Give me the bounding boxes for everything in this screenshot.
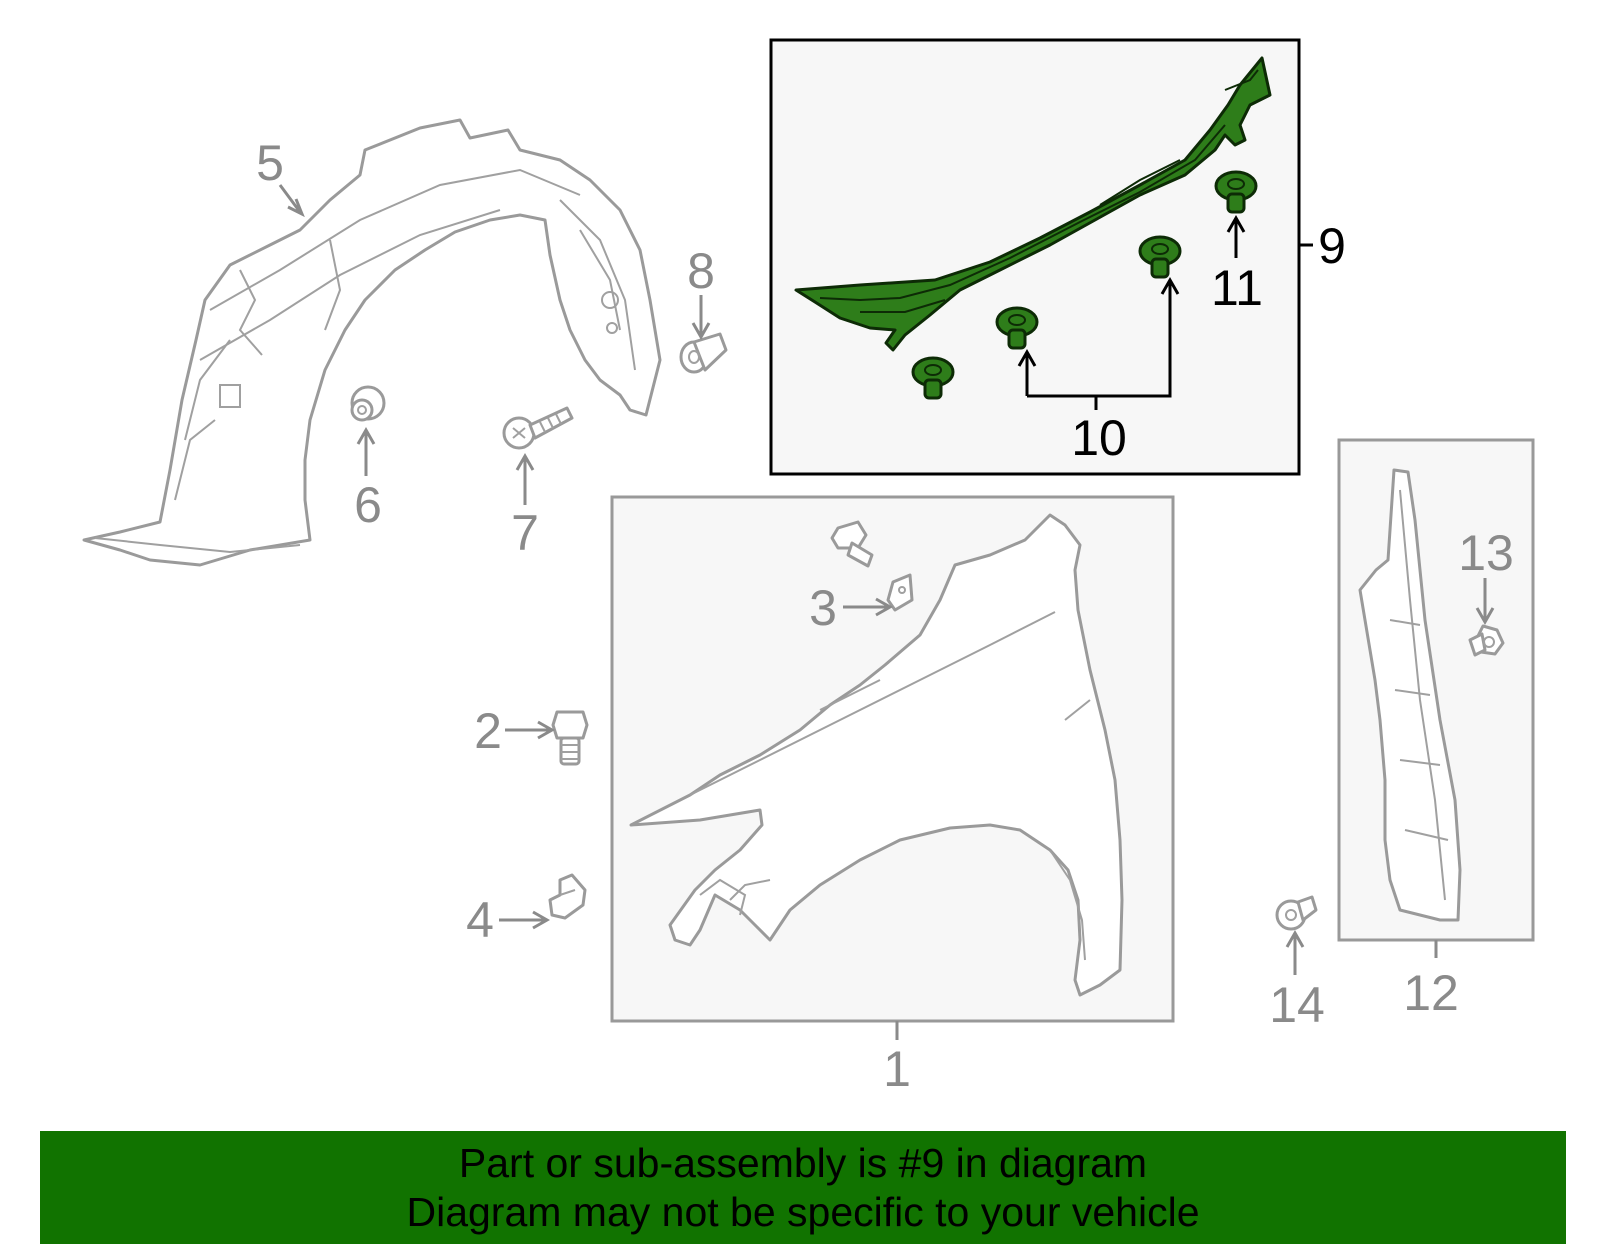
grommet-part-14[interactable] (1275, 895, 1318, 931)
highlighted-part-9[interactable] (794, 56, 1272, 352)
callout-1: 1 (883, 1041, 911, 1097)
fender-part-1[interactable] (629, 513, 1124, 997)
bolt-part-3a[interactable] (830, 520, 874, 568)
leader-13 (1475, 578, 1495, 626)
bolt-part-2[interactable] (551, 710, 589, 766)
fender-liner-part[interactable] (82, 118, 662, 567)
leader-10 (1017, 276, 1180, 410)
screw-part-7[interactable] (502, 406, 574, 450)
leader-3 (843, 597, 894, 617)
callout-6: 6 (354, 477, 382, 533)
banner-line-2: Diagram may not be specific to your vehi… (406, 1189, 1200, 1235)
clip-part-10c[interactable] (1138, 235, 1182, 279)
leader-2 (505, 720, 556, 740)
nut-part-6[interactable] (350, 385, 386, 422)
leader-5 (278, 184, 305, 218)
clip-part-8[interactable] (679, 332, 728, 374)
callout-4: 4 (466, 892, 494, 948)
banner-line-1: Part or sub-assembly is #9 in diagram (458, 1140, 1148, 1186)
nut-part-13[interactable] (1468, 624, 1505, 657)
callout-8: 8 (687, 243, 715, 299)
leader-4 (499, 910, 551, 930)
highlight-group-box (769, 38, 1301, 476)
clip-part-11[interactable] (1214, 170, 1258, 214)
callout-7: 7 (511, 505, 539, 561)
callout-2: 2 (474, 703, 502, 759)
callout-9: 9 (1318, 218, 1346, 274)
clip-part-10a[interactable] (911, 356, 955, 400)
callout-5: 5 (256, 135, 284, 191)
callout-11: 11 (1211, 260, 1263, 316)
leader-11 (1226, 214, 1246, 258)
bracket-part-12[interactable] (1358, 468, 1462, 922)
callout-14: 14 (1269, 977, 1325, 1033)
parts-diagram: 1 2 3 4 5 6 7 8 9 10 11 12 13 14 (82, 38, 1535, 1097)
bracket-part-4[interactable] (548, 873, 587, 920)
leader-8 (691, 295, 711, 341)
callout-13: 13 (1458, 525, 1514, 581)
callout-10: 10 (1071, 410, 1127, 466)
leader-6 (356, 426, 376, 476)
leader-7 (515, 452, 535, 505)
info-banner: Part or sub-assembly is #9 in diagram Di… (40, 1131, 1566, 1244)
callout-3: 3 (809, 580, 837, 636)
bracket-part-3[interactable] (886, 573, 914, 612)
leader-14 (1285, 929, 1305, 975)
callout-12: 12 (1403, 965, 1459, 1021)
clip-part-10b[interactable] (995, 306, 1039, 350)
